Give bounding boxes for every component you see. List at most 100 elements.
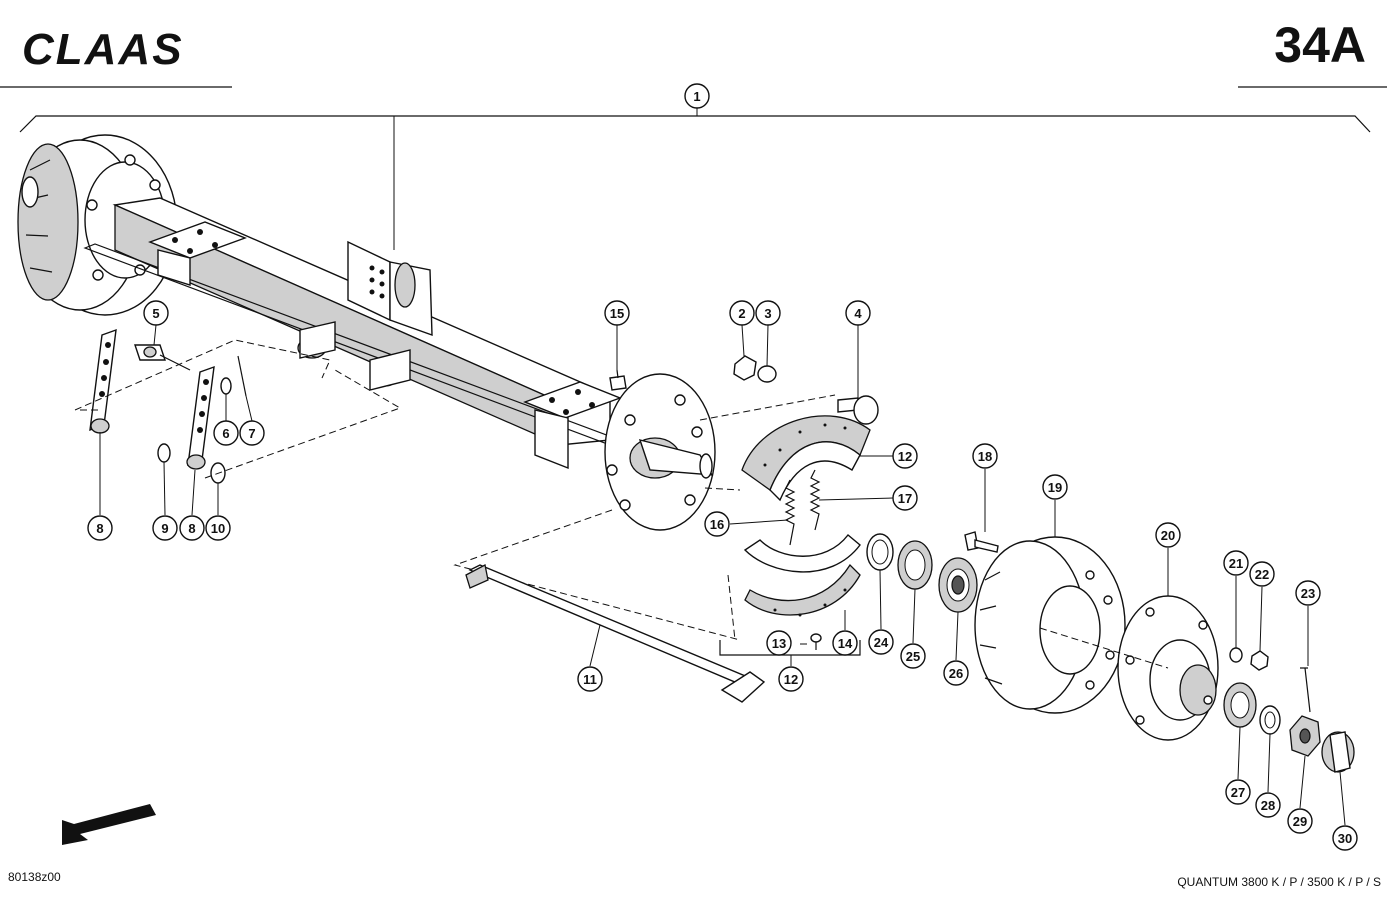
- svg-text:7: 7: [248, 426, 255, 441]
- assembly-dash-lines-left: [74, 339, 402, 479]
- shaft-seal-25: [897, 540, 933, 590]
- callout-7: 7: [239, 420, 265, 446]
- left-mounting-plate: [148, 221, 247, 286]
- brake-lever-left: [89, 328, 117, 434]
- svg-text:4: 4: [854, 306, 862, 321]
- brand-logo-text: CLAAS: [22, 25, 184, 74]
- right-mounting-plate: [523, 381, 622, 470]
- callout-25: 25: [900, 643, 926, 669]
- svg-text:14: 14: [838, 636, 853, 651]
- callout-22: 22: [1249, 561, 1275, 587]
- washer-6: [220, 377, 232, 395]
- svg-text:3: 3: [764, 306, 771, 321]
- svg-text:23: 23: [1301, 586, 1315, 601]
- callout-15: 15: [604, 300, 630, 326]
- washer-21: [1229, 647, 1243, 663]
- brake-back-plate: [604, 373, 716, 531]
- svg-text:20: 20: [1161, 528, 1175, 543]
- callout-12-lower: 12: [778, 666, 804, 692]
- callout-10: 10: [205, 515, 231, 541]
- svg-text:6: 6: [222, 426, 229, 441]
- castle-nut-29: [1289, 715, 1321, 757]
- svg-text:29: 29: [1293, 814, 1307, 829]
- callout-11: 11: [577, 666, 603, 692]
- left-brake-drum: [17, 134, 178, 316]
- callout-21: 21: [1223, 550, 1249, 576]
- svg-text:9: 9: [161, 521, 168, 536]
- callout-13: 13: [766, 630, 792, 656]
- callout-20: 20: [1155, 522, 1181, 548]
- callout-8-right: 8: [179, 515, 205, 541]
- assembly-bracket: [19, 108, 1371, 250]
- callout-9: 9: [152, 515, 178, 541]
- washer-28: [1259, 705, 1281, 735]
- brake-lever-right: [186, 365, 215, 470]
- callout-12-upper: 12: [892, 443, 918, 469]
- callout-30: 30: [1332, 825, 1358, 851]
- wheel-nut-22: [1250, 650, 1269, 671]
- svg-text:21: 21: [1229, 556, 1243, 571]
- svg-text:30: 30: [1338, 831, 1352, 846]
- callout-3: 3: [755, 300, 781, 326]
- callout-23: 23: [1295, 580, 1321, 606]
- bearing-27: [1223, 682, 1257, 728]
- hub-center-line: [1039, 627, 1169, 669]
- hub-cap-30: [1321, 731, 1355, 773]
- svg-text:11: 11: [583, 672, 597, 687]
- seal-ring-24: [866, 533, 894, 571]
- callout-14: 14: [832, 630, 858, 656]
- return-spring-17: [809, 469, 821, 531]
- screw-13: [800, 633, 822, 650]
- circlip-9: [157, 443, 171, 463]
- svg-text:28: 28: [1261, 798, 1275, 813]
- split-pin-7: [237, 355, 247, 397]
- center-mounting-bracket: [347, 240, 433, 337]
- kit-bracket-12: [719, 640, 861, 656]
- svg-text:12: 12: [898, 449, 912, 464]
- page-number: 34A: [1274, 17, 1366, 73]
- callout-24: 24: [868, 629, 894, 655]
- svg-text:15: 15: [610, 306, 624, 321]
- brake-camshaft-11: [465, 564, 766, 703]
- bolt-15: [609, 369, 627, 391]
- model-line: QUANTUM 3800 K / P / 3500 K / P / S: [1177, 875, 1381, 889]
- brake-shoe-lower: [743, 533, 861, 617]
- clevis-joint: [134, 344, 191, 371]
- callout-8-left: 8: [87, 515, 113, 541]
- svg-text:8: 8: [188, 521, 195, 536]
- camshaft-bosses: [297, 321, 411, 391]
- svg-text:16: 16: [710, 517, 724, 532]
- svg-text:13: 13: [772, 636, 786, 651]
- callout-16: 16: [704, 511, 730, 537]
- arrow-down-left-icon: [62, 804, 156, 845]
- callout-18: 18: [972, 443, 998, 469]
- svg-text:17: 17: [898, 491, 912, 506]
- svg-text:1: 1: [693, 89, 700, 104]
- callout-28: 28: [1255, 792, 1281, 818]
- svg-text:24: 24: [874, 635, 889, 650]
- svg-text:19: 19: [1048, 480, 1062, 495]
- return-spring-16: [784, 479, 796, 546]
- svg-text:27: 27: [1231, 785, 1245, 800]
- svg-text:10: 10: [211, 521, 225, 536]
- drawing-number: 80138z00: [8, 870, 61, 884]
- svg-text:5: 5: [152, 306, 159, 321]
- callout-19: 19: [1042, 474, 1068, 500]
- brake-shoe-upper: [741, 415, 871, 502]
- bearing-26: [938, 557, 978, 613]
- callout-17: 17: [892, 485, 918, 511]
- wheel-bolt-18: [964, 531, 999, 553]
- svg-text:12: 12: [784, 672, 798, 687]
- lock-washer-3: [757, 365, 777, 383]
- brake-drum-19: [974, 536, 1126, 714]
- split-pin-23: [1300, 667, 1311, 713]
- svg-text:8: 8: [96, 521, 103, 536]
- callout-1: 1: [684, 83, 710, 109]
- svg-text:2: 2: [738, 306, 745, 321]
- callout-4: 4: [845, 300, 871, 326]
- callout-29: 29: [1287, 808, 1313, 834]
- callout-27: 27: [1225, 779, 1251, 805]
- callout-5: 5: [143, 300, 169, 326]
- svg-text:26: 26: [949, 666, 963, 681]
